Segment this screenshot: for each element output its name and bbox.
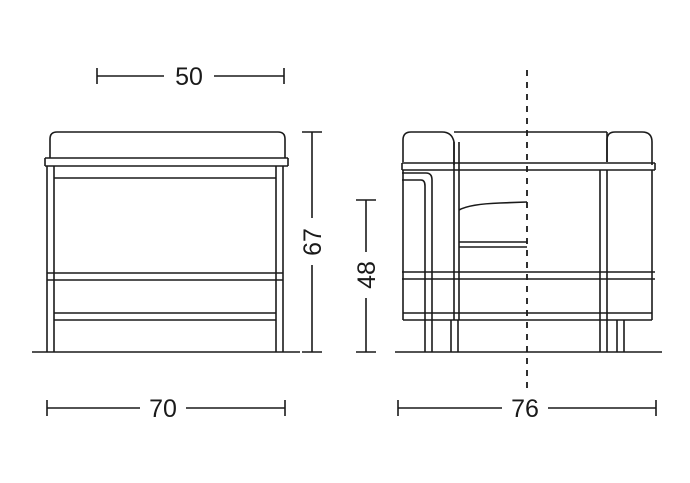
side-arm-cushion [606, 131, 653, 165]
dimension-front-width: 70 [46, 395, 286, 423]
side-depth-label: 76 [511, 395, 539, 423]
dimension-side-depth: 76 [397, 395, 657, 423]
dimension-seat-height: 48 [353, 199, 381, 353]
dimension-total-height: 67 [299, 131, 327, 353]
front-cushion [49, 131, 286, 158]
dimension-top-width: 50 [96, 63, 285, 91]
side-view [395, 131, 662, 353]
top-width-label: 50 [175, 63, 203, 91]
side-back-cushion [402, 131, 455, 165]
total-height-label: 67 [299, 228, 327, 256]
seat-height-label: 48 [353, 261, 381, 289]
front-view [32, 131, 300, 353]
front-width-label: 70 [149, 395, 177, 423]
